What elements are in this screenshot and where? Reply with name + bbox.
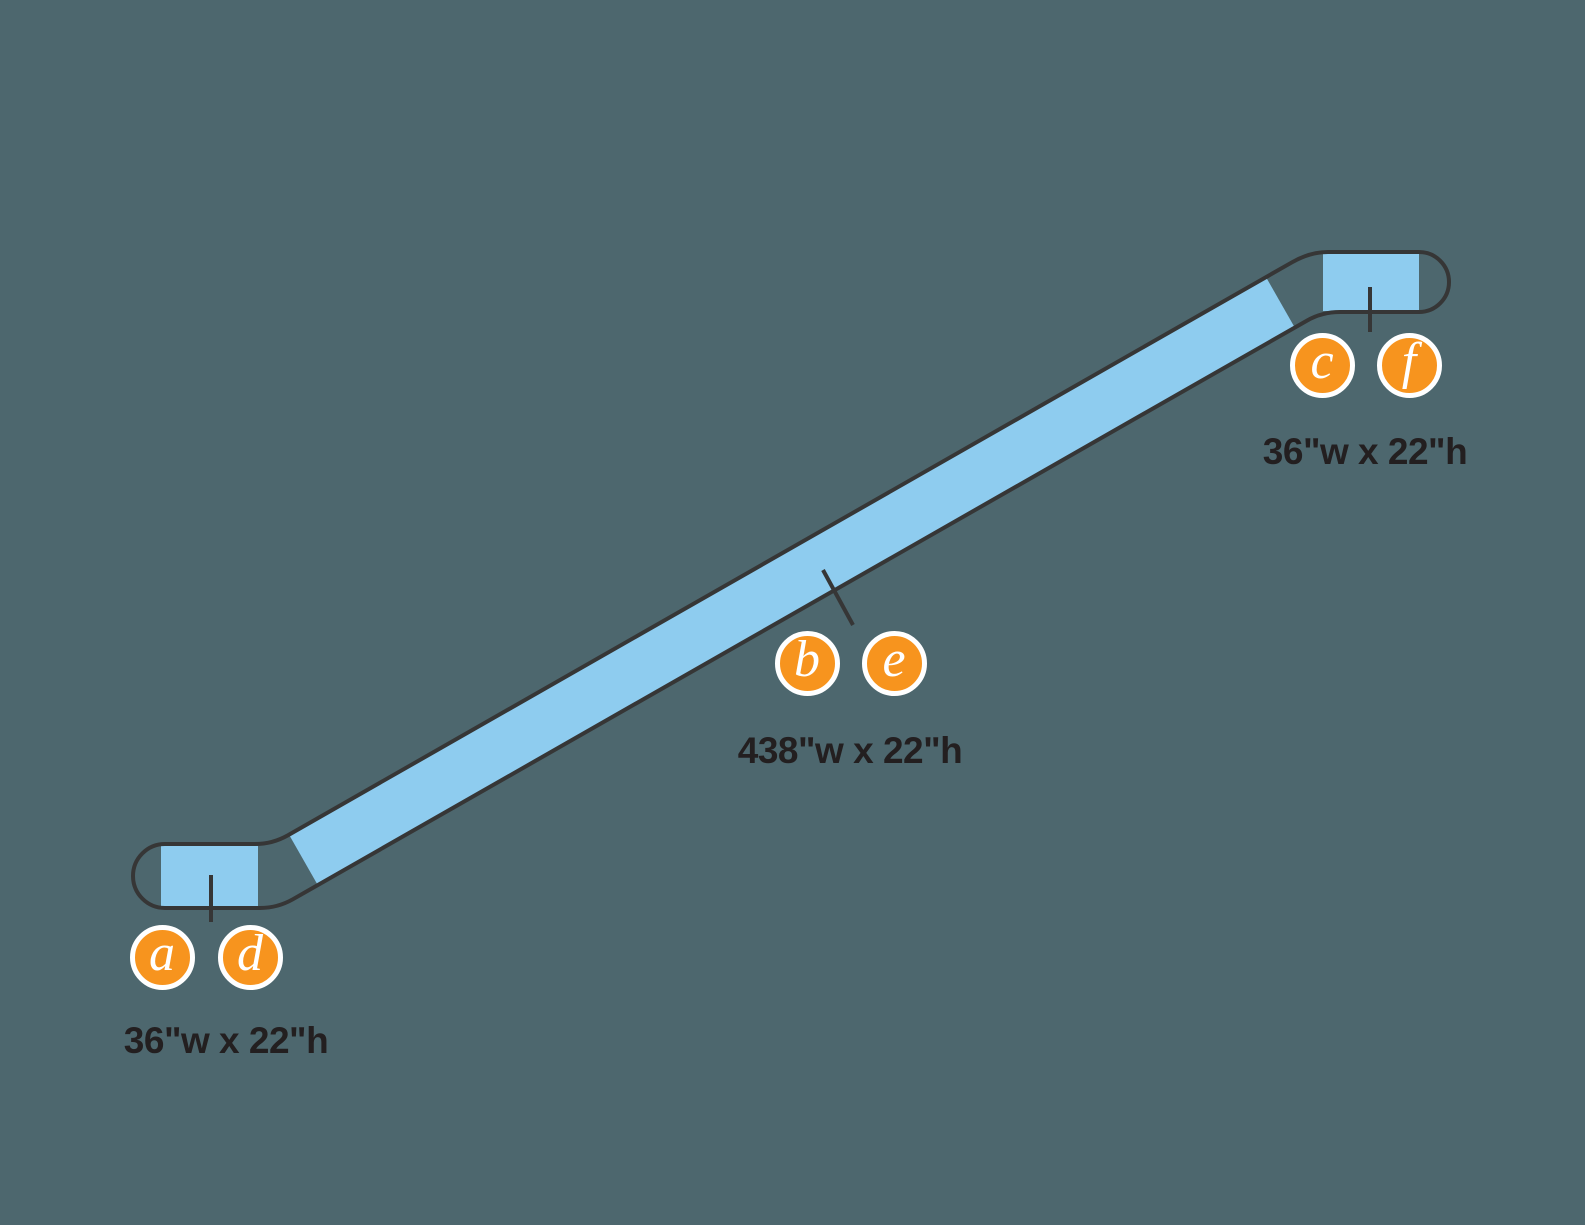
- leader-line-incline: [821, 569, 855, 626]
- badge-f: f: [1376, 332, 1442, 398]
- badge-c: c: [1289, 332, 1355, 398]
- handrail-outline: [131, 250, 1451, 910]
- badge-f-letter: f: [1401, 333, 1417, 390]
- upper-landing-dimension: 36"w x 22"h: [1262, 431, 1468, 472]
- badge-b-letter: b: [794, 631, 820, 688]
- badge-a-letter: a: [149, 925, 175, 982]
- incline-panel: [289, 277, 1295, 886]
- badge-e-letter: e: [882, 631, 906, 688]
- lower-landing-dimension: 36"w x 22"h: [123, 1020, 329, 1061]
- badge-a: a: [129, 924, 195, 990]
- incline-dimension: 438"w x 22"h: [737, 730, 963, 771]
- badge-b: b: [774, 630, 840, 696]
- badge-d-letter: d: [237, 925, 263, 982]
- badge-e: e: [861, 630, 927, 696]
- badge-d: d: [217, 924, 283, 990]
- badge-c-letter: c: [1310, 333, 1334, 390]
